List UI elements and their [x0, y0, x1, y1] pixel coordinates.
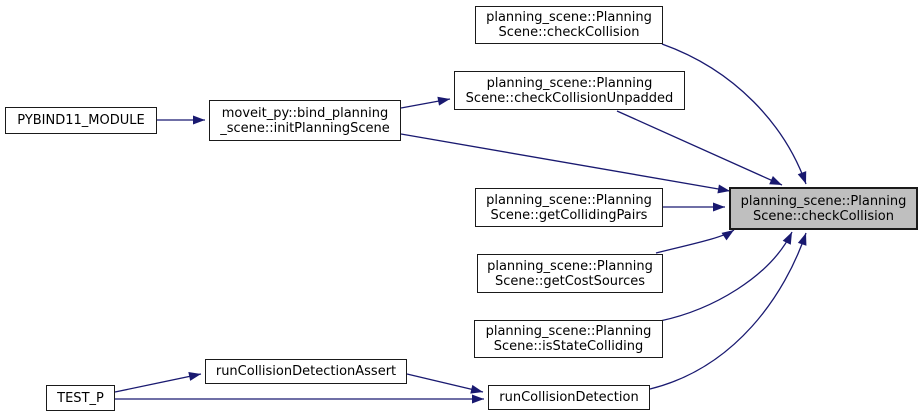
node-is-state-colliding-label: planning_scene::Planning Scene::isStateC…	[485, 324, 652, 354]
edge-runcollisiondetectionassert-to-runcollisiondetection	[406, 373, 484, 394]
node-get-cost-sources-label: planning_scene::Planning Scene::getCostS…	[487, 258, 653, 289]
node-check-collision-overload[interactable]: planning_scene::Planning Scene::checkCol…	[475, 6, 663, 44]
node-check-collision-unpadded-label: planning_scene::Planning Scene::checkCol…	[465, 75, 674, 106]
edge-runcollisiondetection-to-checkcollision	[649, 232, 807, 390]
node-check-collision-current-label: planning_scene::Planning Scene::checkCol…	[740, 193, 907, 224]
node-run-collision-detection-label: runCollisionDetection	[499, 390, 639, 405]
node-test-p[interactable]: TEST_P	[46, 385, 115, 411]
node-get-colliding-pairs-label: planning_scene::Planning Scene::getColli…	[486, 192, 652, 223]
edge-initplanningscene-to-checkcollisionunpadded	[400, 96, 451, 109]
edge-initplanningscene-to-checkcollision	[400, 133, 731, 194]
node-pybind11-module-label: PYBIND11_MODULE	[17, 113, 145, 128]
node-run-collision-detection-assert-label: runCollisionDetectionAssert	[215, 364, 397, 379]
node-init-planning-scene-label: moveit_py::bind_planning _scene::initPla…	[220, 105, 390, 136]
node-get-colliding-pairs[interactable]: planning_scene::Planning Scene::getColli…	[475, 188, 663, 227]
node-pybind11-module[interactable]: PYBIND11_MODULE	[5, 107, 157, 134]
node-init-planning-scene[interactable]: moveit_py::bind_planning _scene::initPla…	[209, 100, 401, 141]
node-run-collision-detection[interactable]: runCollisionDetection	[488, 385, 650, 410]
node-get-cost-sources[interactable]: planning_scene::Planning Scene::getCostS…	[477, 254, 663, 293]
node-check-collision-unpadded[interactable]: planning_scene::Planning Scene::checkCol…	[454, 71, 685, 110]
edge-checkcollisionunpadded-to-checkcollision	[616, 110, 783, 186]
node-check-collision-overload-label: planning_scene::Planning Scene::checkCol…	[486, 10, 652, 40]
node-test-p-label: TEST_P	[57, 390, 104, 406]
node-is-state-colliding[interactable]: planning_scene::Planning Scene::isStateC…	[474, 320, 663, 358]
node-run-collision-detection-assert[interactable]: runCollisionDetectionAssert	[205, 359, 407, 384]
edge-checkcollision-overload-to-checkcollision	[661, 43, 807, 185]
edge-isstatecolliding-to-checkcollision	[659, 231, 793, 322]
edge-getcostsources-to-checkcollision	[655, 229, 735, 254]
edge-testp-to-runcollisiondetectionassert	[114, 372, 202, 393]
node-check-collision-current: planning_scene::Planning Scene::checkCol…	[729, 187, 918, 230]
